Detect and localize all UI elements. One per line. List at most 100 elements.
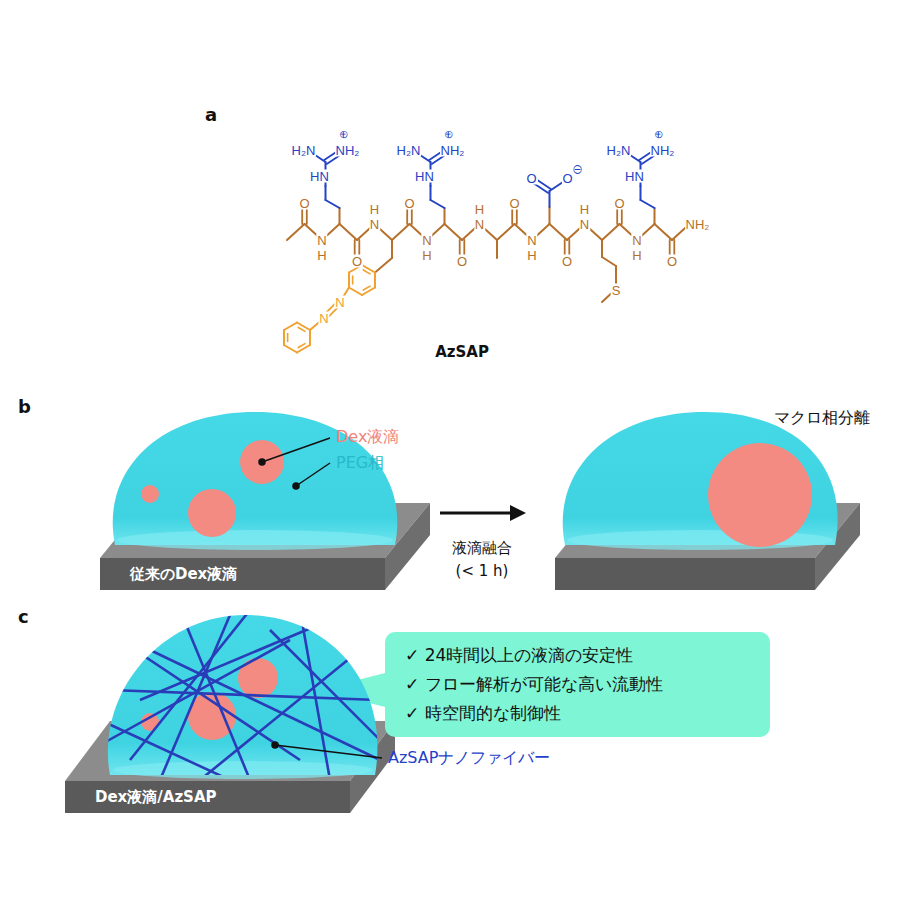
text-label: (< 1 h) (456, 564, 509, 579)
plate-label: 従来のDex液滴 (130, 566, 237, 583)
atom-label: N (526, 234, 537, 247)
bond (297, 345, 310, 353)
bond (602, 224, 620, 240)
bond (362, 265, 375, 273)
bond (430, 186, 432, 200)
bond (297, 323, 310, 331)
bond (391, 240, 393, 258)
bond (375, 258, 392, 273)
text-label: Dex液滴 (336, 429, 399, 445)
atom-label: HN (624, 170, 645, 183)
plate-label: Dex液滴/AzSAP (95, 789, 217, 806)
atom-label: H (421, 249, 432, 262)
atom-label: N (334, 296, 345, 309)
atom-label: H (316, 249, 327, 262)
nanofibers (100, 610, 380, 780)
atom-label: H (579, 203, 590, 216)
bond (374, 273, 376, 288)
bond (621, 207, 623, 224)
atom-label: ⊕ (443, 128, 455, 140)
bond (550, 224, 568, 240)
feature-callout: ✓ 24時間以上の液滴の安定性 ✓ フロー解析が可能な高い流動性 ✓ 時空間的な制御… (385, 632, 770, 737)
bond (287, 334, 289, 342)
bond (392, 224, 410, 240)
atom-label: O (298, 197, 310, 210)
atom-label: ⊖ (571, 164, 584, 175)
droplet-base (117, 530, 393, 550)
bond (444, 208, 446, 224)
feature-item: ✓ フロー解析が可能な高い流動性 (405, 675, 663, 694)
leader-dot (259, 459, 265, 465)
bond (431, 200, 445, 208)
bond (641, 200, 655, 208)
bond (340, 224, 358, 240)
bond (602, 257, 616, 266)
bond (348, 273, 350, 288)
atom-label: H₂N (606, 144, 632, 157)
bond (284, 345, 297, 353)
leader-line (275, 745, 382, 758)
droplet-fiber (100, 610, 380, 780)
plate-front (555, 558, 815, 590)
dex-macro-phase (708, 443, 812, 547)
atom-label: O (613, 197, 625, 210)
atom-label: N (631, 234, 642, 247)
atom-label: H (526, 249, 537, 262)
leader-dot (293, 483, 299, 489)
atom-label: H₂N (291, 144, 317, 157)
bond (406, 207, 408, 224)
atom-label: NH₂ (335, 144, 361, 157)
bond (284, 323, 297, 331)
bond (363, 286, 370, 290)
bond (287, 224, 305, 240)
leader-lines (259, 438, 382, 758)
atom-label: N (421, 234, 432, 247)
bond (301, 207, 303, 224)
bond (549, 207, 551, 224)
feature-item: ✓ 時空間的な制御性 (405, 704, 561, 723)
dex-droplet (141, 485, 159, 503)
text-label: 液滴融合 (452, 541, 512, 556)
callout-pointer (318, 672, 389, 708)
atom-label: N (369, 218, 380, 231)
text-label: PEG相 (336, 455, 384, 471)
feature-item: ✓ 24時間以上の液滴の安定性 (405, 646, 633, 665)
atom-label: NH₂ (685, 218, 711, 231)
atom-label: O (561, 255, 573, 268)
callout-box (385, 632, 770, 737)
dex-droplet (240, 440, 284, 484)
atom-label: HN (414, 170, 435, 183)
bond (536, 179, 551, 189)
bond (298, 327, 305, 331)
atom-label: ⊕ (338, 128, 350, 140)
plate-side (385, 503, 430, 590)
bond (283, 330, 285, 345)
bond (497, 224, 515, 240)
atom-label: NH₂ (650, 144, 676, 157)
process-arrow (440, 505, 526, 521)
leader-line (296, 463, 330, 486)
atom-label: N (318, 312, 329, 325)
plate-top (100, 503, 430, 558)
atom-label: HN (309, 170, 330, 183)
bond (516, 207, 518, 224)
chemical-bonds (284, 150, 689, 352)
panel-letter: c (18, 608, 29, 626)
bond (363, 270, 370, 274)
dex-droplet (188, 489, 236, 537)
plate-front (65, 781, 350, 813)
atom-label: H (474, 203, 485, 216)
panel-letter: b (18, 398, 31, 416)
bond (655, 224, 673, 240)
bond (362, 288, 375, 296)
atom-label: N (579, 218, 590, 231)
plate-side (350, 721, 395, 813)
bond (309, 330, 311, 345)
arrow-head (510, 505, 526, 521)
bond (411, 207, 413, 224)
bond (339, 208, 341, 224)
bond (654, 208, 656, 224)
atom-label: O (403, 197, 415, 210)
atom-label: H (369, 203, 380, 216)
